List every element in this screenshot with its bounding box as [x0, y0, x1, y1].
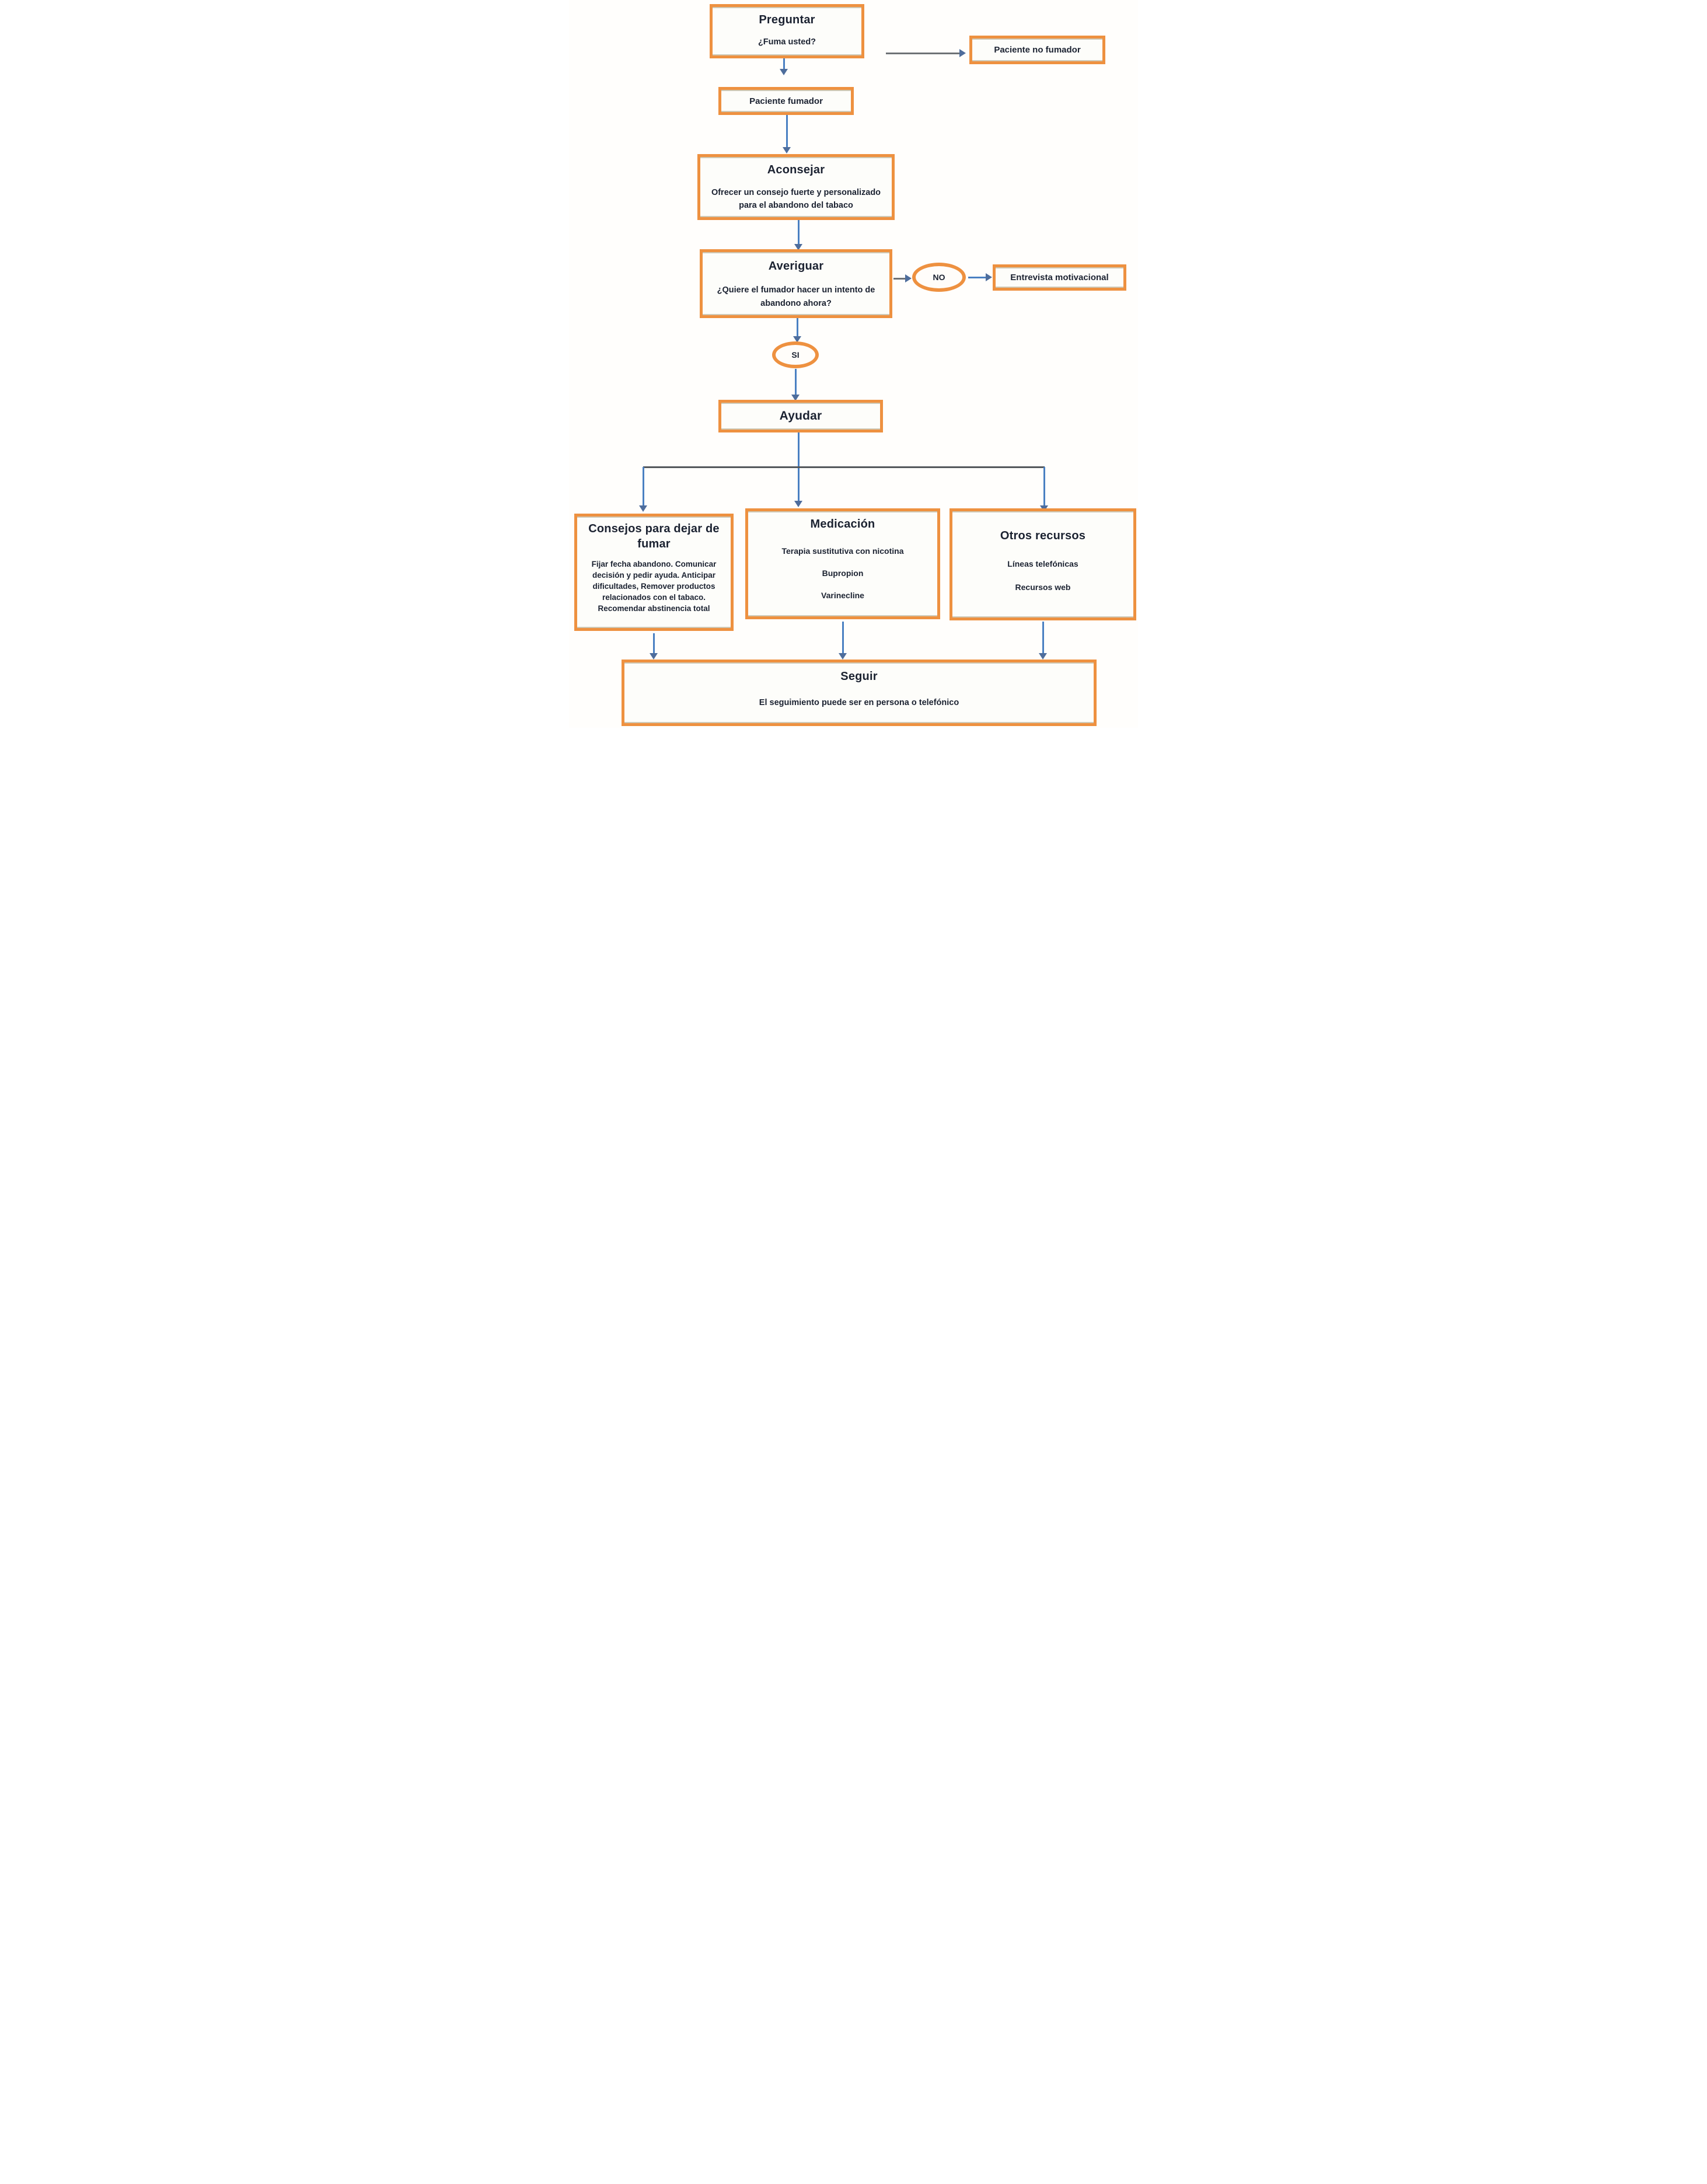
- arrow-si-to-ayudar: [791, 369, 800, 401]
- node-averiguar-title: Averiguar: [768, 260, 824, 273]
- node-medicacion: Medicación Terapia sustitutiva con nicot…: [745, 508, 940, 619]
- node-consejos-title: Consejos para dejar de fumar: [588, 522, 720, 550]
- node-entrevista-label: Entrevista motivacional: [1010, 273, 1109, 282]
- arrow-otros-to-seguir: [1039, 622, 1047, 660]
- node-ayudar-title: Ayudar: [779, 409, 822, 423]
- node-no-label: NO: [933, 273, 945, 282]
- node-no-ellipse: NO: [912, 263, 966, 292]
- arrow-averiguar-to-si: [793, 318, 801, 343]
- arrow-no-to-entrevista: [968, 273, 992, 281]
- node-otros-recursos-item: Líneas telefónicas: [1007, 559, 1078, 568]
- node-medicacion-title: Medicación: [810, 518, 875, 531]
- node-preguntar: Preguntar ¿Fuma usted?: [710, 4, 864, 58]
- arrow-aconsejar-to-averiguar: [794, 220, 802, 250]
- arrow-branch-to-otros: [1040, 467, 1048, 512]
- node-paciente-no-fumador: Paciente no fumador: [969, 36, 1105, 64]
- branch-line: [643, 466, 1045, 468]
- node-preguntar-subtitle: ¿Fuma usted?: [757, 37, 816, 47]
- arrow-averiguar-to-no: [893, 274, 912, 282]
- node-entrevista: Entrevista motivacional: [993, 264, 1126, 291]
- node-seguir-subtitle: El seguimiento puede ser en persona o te…: [759, 698, 959, 707]
- node-medicacion-item: Terapia sustitutiva con nicotina: [781, 546, 904, 556]
- node-ayudar: Ayudar: [718, 400, 883, 432]
- node-consejos-body: Fijar fecha abandono. Comunicar decisión…: [591, 560, 717, 613]
- node-averiguar-subtitle: ¿Quiere el fumador hacer un intento de a…: [717, 285, 875, 309]
- arrow-preguntar-to-paciente-fumador: [780, 58, 788, 75]
- node-paciente-no-fumador-label: Paciente no fumador: [994, 45, 1081, 55]
- node-si-ellipse: SI: [772, 341, 819, 368]
- node-aconsejar-subtitle: Ofrecer un consejo fuerte y personalizad…: [711, 188, 881, 211]
- node-aconsejar: Aconsejar Ofrecer un consejo fuerte y pe…: [697, 154, 895, 220]
- arrow-consejos-to-seguir: [650, 633, 658, 660]
- node-si-label: SI: [791, 350, 800, 360]
- arrow-medicacion-to-seguir: [839, 622, 847, 660]
- node-medicacion-item: Varinecline: [821, 591, 864, 600]
- node-seguir: Seguir El seguimiento puede ser en perso…: [622, 660, 1097, 726]
- flowchart-canvas: Preguntar ¿Fuma usted? Paciente no fumad…: [569, 0, 1138, 728]
- node-aconsejar-title: Aconsejar: [767, 163, 825, 176]
- arrow-branch-to-consejos: [639, 467, 647, 512]
- node-medicacion-item: Bupropion: [822, 568, 864, 578]
- node-preguntar-title: Preguntar: [759, 13, 815, 26]
- node-otros-recursos: Otros recursos Líneas telefónicas Recurs…: [950, 508, 1136, 620]
- node-paciente-fumador: Paciente fumador: [718, 87, 854, 115]
- node-averiguar: Averiguar ¿Quiere el fumador hacer un in…: [700, 249, 892, 318]
- arrow-paciente-fumador-to-aconsejar: [783, 115, 791, 153]
- node-seguir-title: Seguir: [840, 670, 878, 683]
- node-consejos: Consejos para dejar de fumar Fijar fecha…: [574, 514, 734, 631]
- node-otros-recursos-item: Recursos web: [1015, 582, 1071, 592]
- node-paciente-fumador-label: Paciente fumador: [749, 96, 823, 106]
- node-otros-recursos-title: Otros recursos: [1000, 529, 1086, 542]
- arrow-preguntar-to-paciente-no-fumador: [886, 49, 966, 57]
